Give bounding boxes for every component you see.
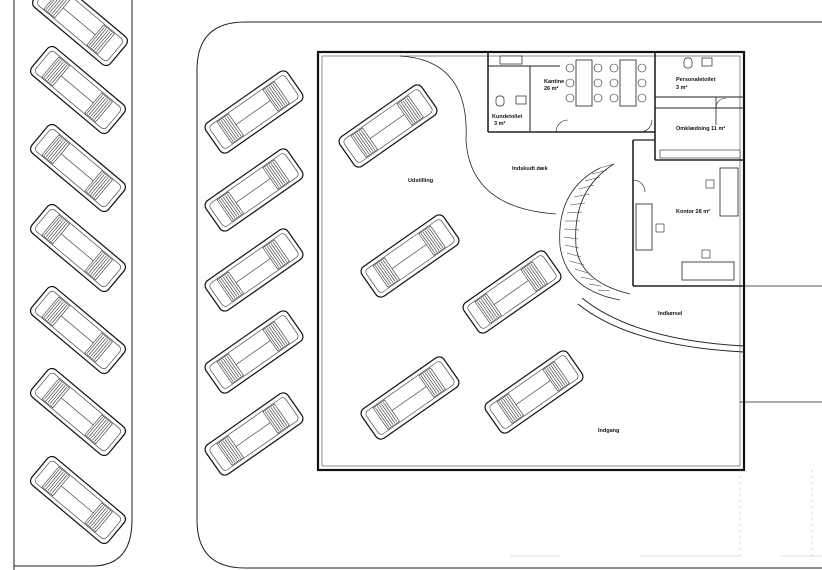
showroom-car-5 xyxy=(484,350,584,434)
middle-car-5 xyxy=(204,392,304,476)
label-personaletoilet-area: 3 m² xyxy=(676,84,687,91)
label-omklaedning: Omklædning 11 m² xyxy=(676,125,725,132)
left-car-3 xyxy=(29,123,127,213)
parking-strip xyxy=(13,0,133,570)
label-kontor: Kontor 28 m² xyxy=(676,208,710,215)
showroom-cars xyxy=(338,84,584,440)
label-indkoersel: Indkørsel xyxy=(658,311,683,317)
showroom-car-3 xyxy=(462,250,562,334)
mezzanine-and-stairs xyxy=(399,55,745,353)
label-indgang: Indgang xyxy=(598,428,619,434)
parking-cars-left xyxy=(29,0,129,545)
label-kundetoilet-area: 3 m² xyxy=(494,120,505,127)
left-car-4 xyxy=(29,203,127,293)
left-car-5 xyxy=(29,285,127,375)
middle-car-2 xyxy=(204,148,304,232)
left-car-1 xyxy=(31,0,129,67)
left-car-6 xyxy=(29,367,127,457)
label-kantine: Kantine xyxy=(544,79,564,85)
room-labels: Udstilling Indskudt dæk Kantine 26 m² Pe… xyxy=(408,77,725,434)
middle-car-4 xyxy=(204,310,304,394)
label-kundetoilet: Kundetoilet xyxy=(492,114,522,120)
label-kantine-area: 26 m² xyxy=(544,85,559,92)
left-car-7 xyxy=(29,455,127,545)
label-udstilling: Udstilling xyxy=(408,178,433,184)
showroom-car-4 xyxy=(360,356,460,440)
site-boundary xyxy=(196,21,822,569)
showroom-car-2 xyxy=(360,214,460,298)
service-rooms xyxy=(487,52,744,287)
label-personaletoilet: Personaletoilet xyxy=(676,77,716,83)
middle-car-3 xyxy=(204,228,304,312)
showroom-car-1 xyxy=(338,84,438,168)
parking-cars-middle xyxy=(204,70,304,476)
middle-car-1 xyxy=(204,70,304,154)
label-indskudt-daek: Indskudt dæk xyxy=(512,166,549,172)
left-car-2 xyxy=(29,45,127,135)
building-walls xyxy=(316,50,822,472)
bottom-annotations xyxy=(510,470,822,557)
